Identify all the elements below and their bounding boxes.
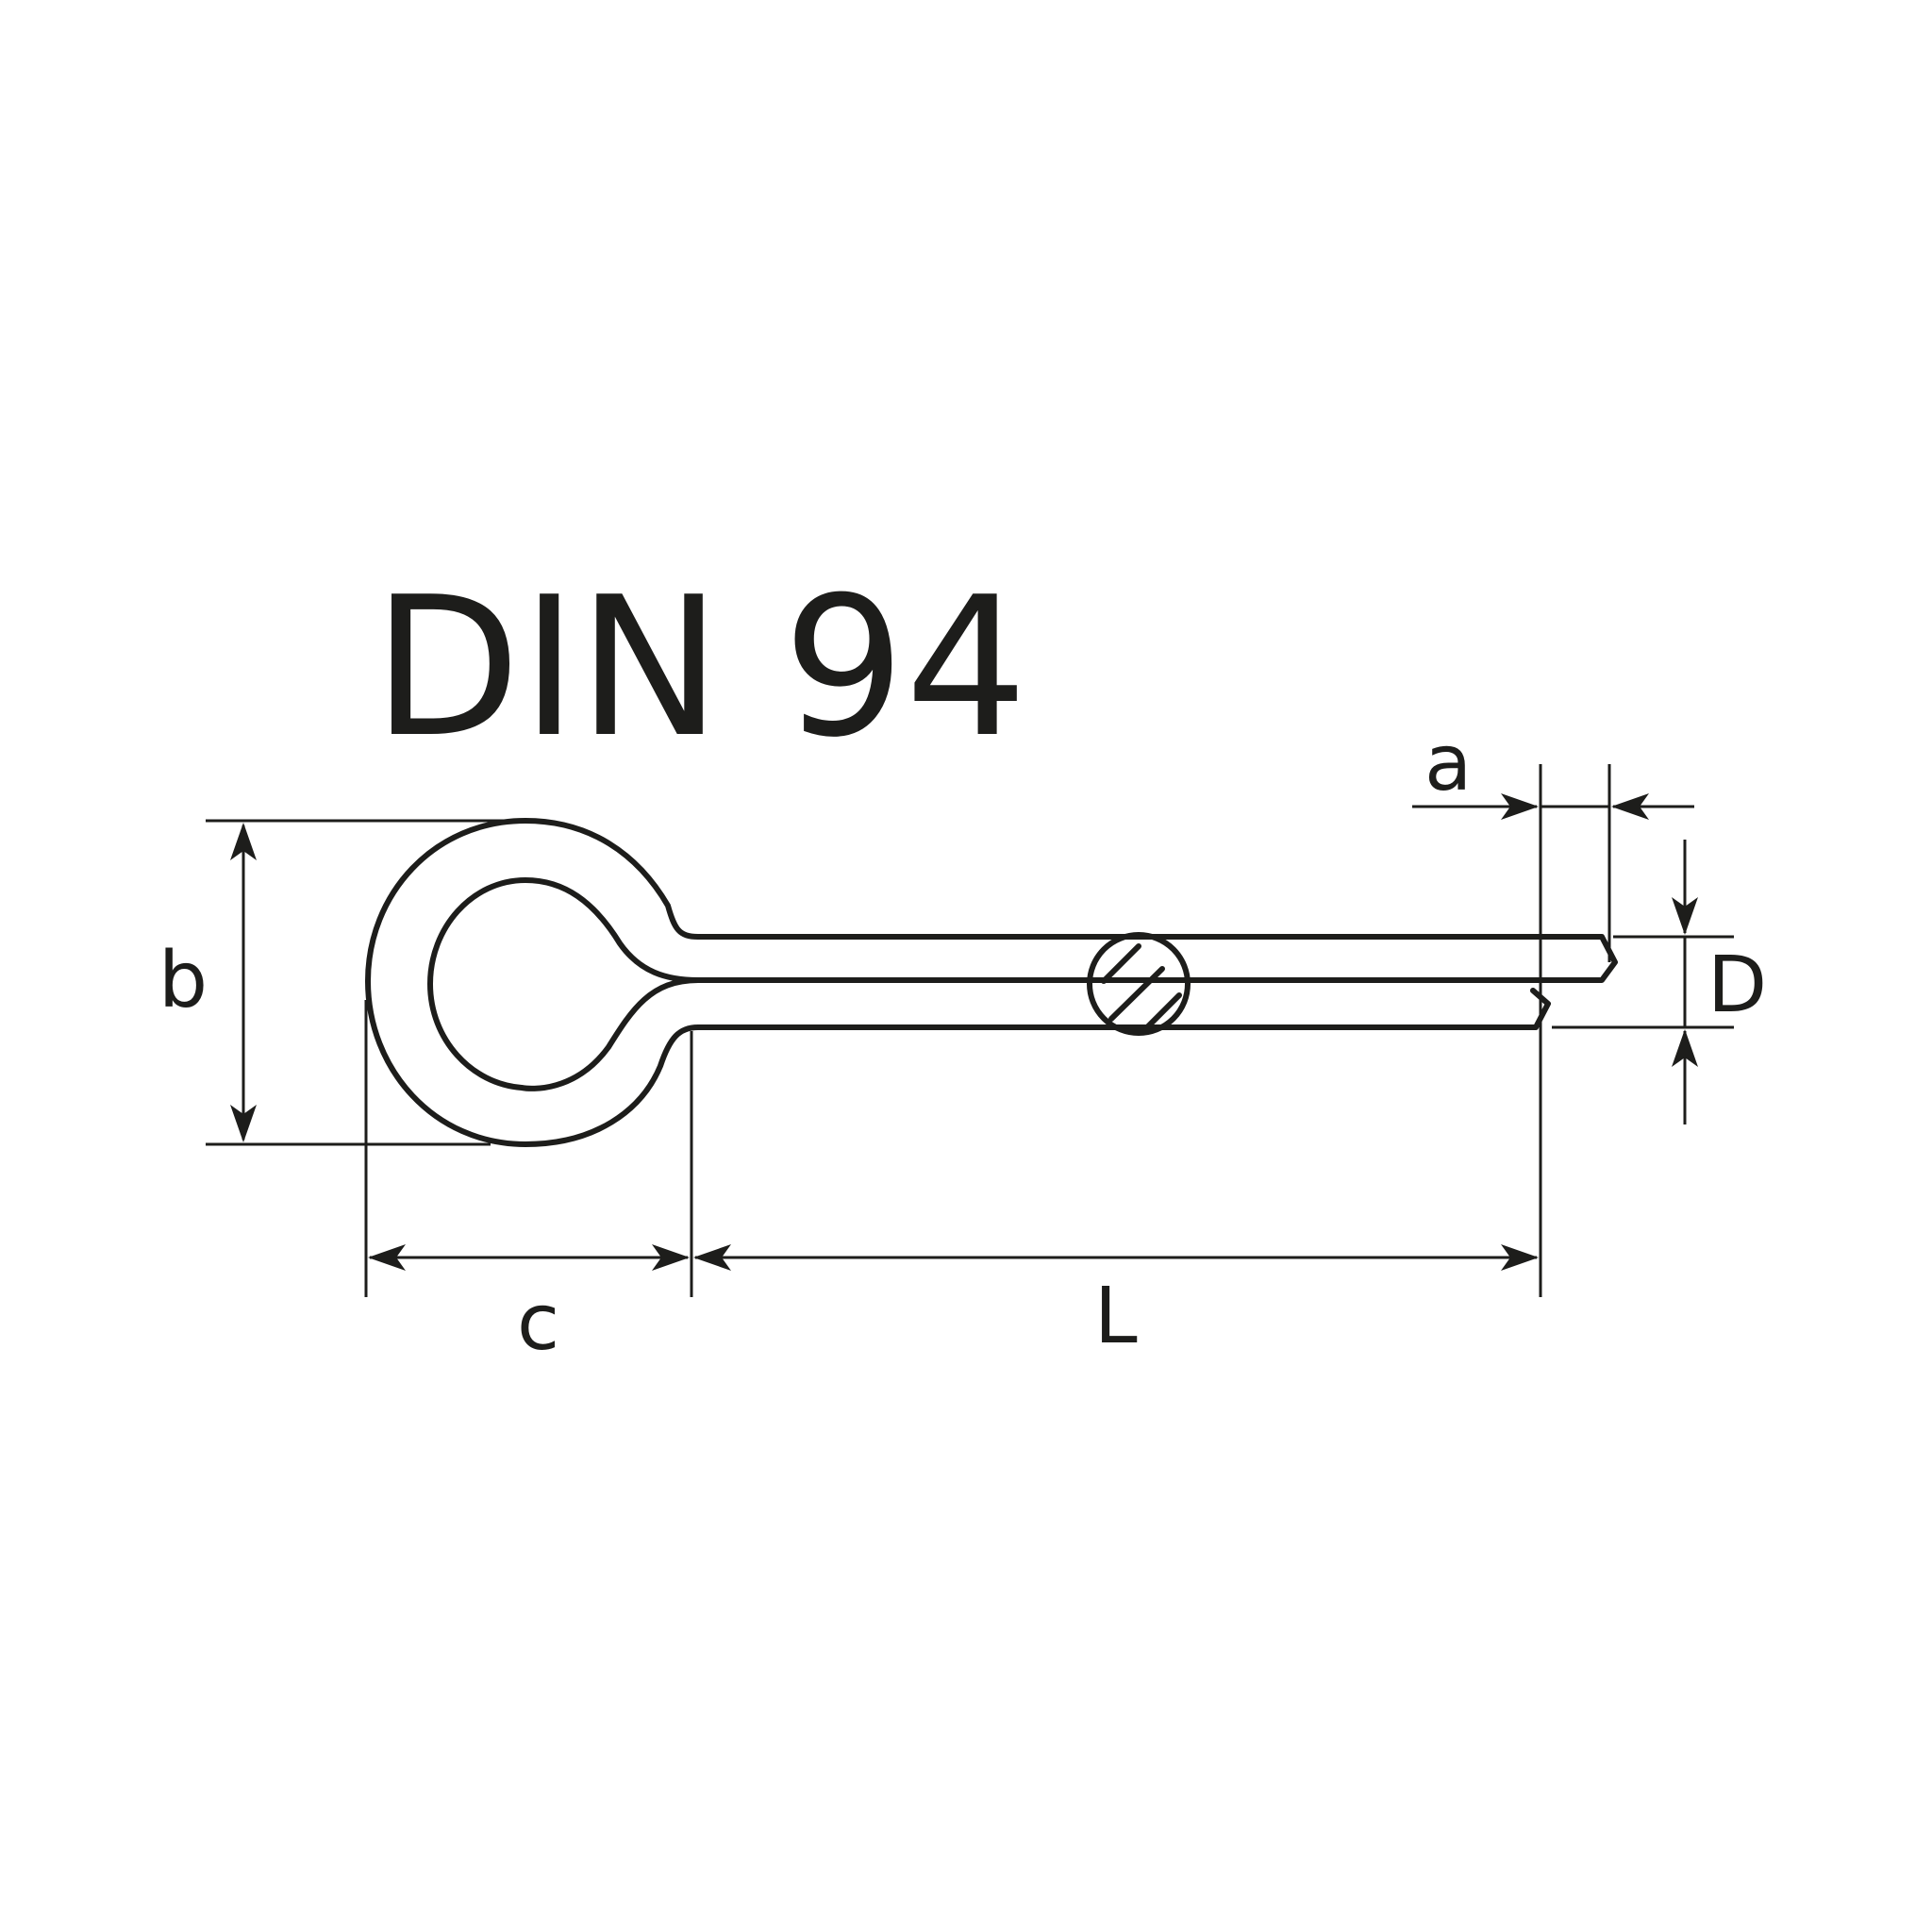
d-arrow-top [1672,897,1698,935]
dimension-a: a [1412,719,1694,962]
outer-eye-contour [427,877,1618,1091]
dimension-label-l: L [1094,1272,1138,1361]
eye-outer-ring [365,818,1551,1147]
dimension-d: D [1552,840,1767,1124]
dimension-b: b [158,819,509,1146]
dimension-label-d: D [1707,941,1767,1030]
hatch-line-1 [1101,943,1141,984]
dimension-c-l: c L [364,764,1542,1368]
b-arrow-bottom [230,1105,257,1142]
cotter-pin-outline [365,818,1618,1147]
dimension-label-b: b [158,936,208,1025]
c-arrow-left [368,1244,406,1271]
drawing-title: DIN 94 [373,557,1027,780]
hatch-line-2 [1108,966,1165,1022]
l-arrow-left [693,1244,731,1271]
a-arrow-left [1501,793,1539,820]
c-arrow-right [652,1244,690,1271]
cross-section-hatch [1087,932,1191,1036]
d-arrow-bottom [1672,1029,1698,1067]
dimension-label-c: c [517,1278,559,1368]
b-arrow-top [230,823,257,860]
l-arrow-right [1501,1244,1539,1271]
dimension-label-a: a [1424,719,1472,808]
section-circle [1087,932,1191,1036]
hatch-line-3 [1143,992,1182,1031]
a-arrow-right [1611,793,1649,820]
